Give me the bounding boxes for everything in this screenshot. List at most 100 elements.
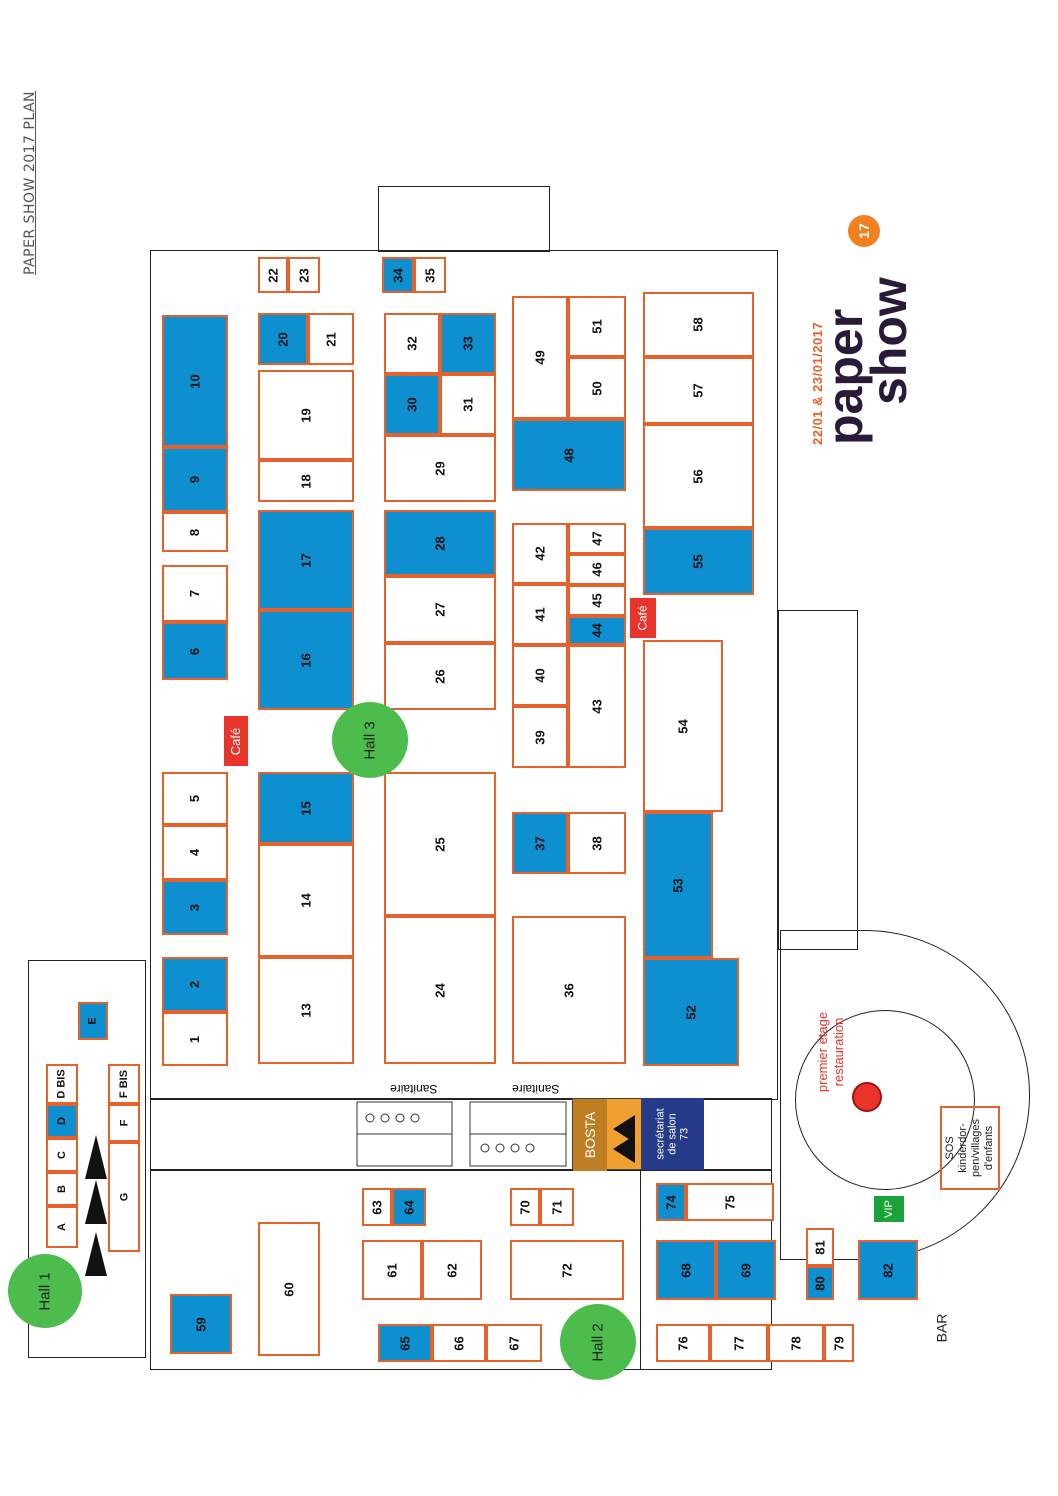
booth-77[interactable]: 77 bbox=[710, 1324, 768, 1362]
booth-64[interactable]: 64 bbox=[392, 1188, 426, 1226]
booth-1[interactable]: 1 bbox=[162, 1012, 228, 1066]
booth-37[interactable]: 37 bbox=[512, 812, 568, 874]
hall-1-marker: Hall 1 bbox=[8, 1254, 82, 1328]
booth-10[interactable]: 10 bbox=[162, 315, 228, 447]
booth-49[interactable]: 49 bbox=[512, 296, 568, 419]
booth-14[interactable]: 14 bbox=[258, 844, 354, 957]
booth-72[interactable]: 72 bbox=[510, 1240, 624, 1300]
arrow-up-icon bbox=[85, 1232, 107, 1276]
booth-5[interactable]: 5 bbox=[162, 772, 228, 825]
booth-7[interactable]: 7 bbox=[162, 565, 228, 622]
booth-57[interactable]: 57 bbox=[643, 357, 754, 424]
booth-26[interactable]: 26 bbox=[384, 643, 496, 710]
bosta-booth[interactable]: BOSTA bbox=[572, 1098, 642, 1171]
booth-67[interactable]: 67 bbox=[486, 1324, 542, 1362]
vip-marker: VIP bbox=[874, 1196, 904, 1222]
booth-16[interactable]: 16 bbox=[258, 610, 354, 710]
booth-47[interactable]: 47 bbox=[568, 523, 626, 554]
booth-69[interactable]: 69 bbox=[716, 1240, 776, 1300]
booth-78[interactable]: 78 bbox=[768, 1324, 824, 1362]
booth-45[interactable]: 45 bbox=[568, 585, 626, 616]
booth-27[interactable]: 27 bbox=[384, 576, 496, 643]
booth-30[interactable]: 30 bbox=[384, 374, 440, 435]
sanitaire-label-2: Sanitaire bbox=[512, 1082, 560, 1096]
booth-23[interactable]: 23 bbox=[288, 257, 320, 293]
restauration-label: premier étage restauration bbox=[815, 1011, 846, 1093]
booth-21[interactable]: 21 bbox=[308, 313, 354, 365]
booth-56[interactable]: 56 bbox=[643, 424, 754, 528]
bar-label: BAR bbox=[933, 1313, 950, 1343]
booth-68[interactable]: 68 bbox=[656, 1240, 716, 1300]
booth-46[interactable]: 46 bbox=[568, 554, 626, 585]
booth-18[interactable]: 18 bbox=[258, 460, 354, 502]
booth-G[interactable]: G bbox=[108, 1142, 140, 1252]
booth-28[interactable]: 28 bbox=[384, 510, 496, 576]
booth-F-bis[interactable]: F BIS bbox=[108, 1064, 140, 1104]
booth-34[interactable]: 34 bbox=[382, 257, 414, 293]
booth-74[interactable]: 74 bbox=[656, 1183, 686, 1221]
booth-50[interactable]: 50 bbox=[568, 357, 626, 419]
booth-71[interactable]: 71 bbox=[540, 1188, 574, 1226]
booth-4[interactable]: 4 bbox=[162, 825, 228, 880]
booth-D-bis[interactable]: D BIS bbox=[46, 1064, 78, 1104]
booth-25[interactable]: 25 bbox=[384, 772, 496, 916]
booth-E[interactable]: E bbox=[78, 1002, 108, 1040]
booth-38[interactable]: 38 bbox=[568, 812, 626, 874]
booth-13[interactable]: 13 bbox=[258, 957, 354, 1064]
booth-19[interactable]: 19 bbox=[258, 370, 354, 460]
booth-75[interactable]: 75 bbox=[686, 1183, 774, 1221]
booth-20[interactable]: 20 bbox=[258, 313, 308, 365]
booth-F[interactable]: F bbox=[108, 1104, 140, 1142]
booth-A[interactable]: A bbox=[46, 1206, 78, 1248]
booth-54[interactable]: 54 bbox=[643, 640, 723, 812]
booth-C[interactable]: C bbox=[46, 1138, 78, 1172]
booth-51[interactable]: 51 bbox=[568, 296, 626, 357]
booth-52[interactable]: 52 bbox=[643, 958, 739, 1066]
booth-15[interactable]: 15 bbox=[258, 772, 354, 844]
booth-66[interactable]: 66 bbox=[432, 1324, 486, 1362]
restaurant-stairs-icon bbox=[852, 1082, 882, 1112]
booth-55[interactable]: 55 bbox=[643, 528, 754, 595]
east-corridor bbox=[778, 610, 858, 950]
sanitary-rooms bbox=[356, 1101, 567, 1167]
booth-9[interactable]: 9 bbox=[162, 447, 228, 512]
booth-3[interactable]: 3 bbox=[162, 880, 228, 935]
booth-22[interactable]: 22 bbox=[258, 257, 288, 293]
booth-32[interactable]: 32 bbox=[384, 313, 440, 374]
booth-33[interactable]: 33 bbox=[440, 313, 496, 374]
secretariat-booth[interactable]: secrétariat de salon 73 bbox=[642, 1098, 704, 1170]
booth-43[interactable]: 43 bbox=[568, 645, 626, 768]
booth-80[interactable]: 80 bbox=[806, 1266, 834, 1300]
booth-44[interactable]: 44 bbox=[568, 616, 626, 645]
booth-53[interactable]: 53 bbox=[643, 812, 713, 958]
booth-60[interactable]: 60 bbox=[258, 1222, 320, 1356]
booth-B[interactable]: B bbox=[46, 1172, 78, 1206]
booth-81[interactable]: 81 bbox=[806, 1228, 834, 1266]
booth-2[interactable]: 2 bbox=[162, 957, 228, 1012]
booth-40[interactable]: 40 bbox=[512, 645, 568, 706]
booth-82[interactable]: 82 bbox=[858, 1240, 918, 1300]
booth-79[interactable]: 79 bbox=[824, 1324, 854, 1362]
booth-62[interactable]: 62 bbox=[422, 1240, 482, 1300]
booth-24[interactable]: 24 bbox=[384, 916, 496, 1064]
booth-42[interactable]: 42 bbox=[512, 523, 568, 584]
booth-70[interactable]: 70 bbox=[510, 1188, 540, 1226]
booth-6[interactable]: 6 bbox=[162, 622, 228, 680]
booth-36[interactable]: 36 bbox=[512, 916, 626, 1064]
booth-58[interactable]: 58 bbox=[643, 292, 754, 357]
booth-63[interactable]: 63 bbox=[362, 1188, 392, 1226]
booth-61[interactable]: 61 bbox=[362, 1240, 422, 1300]
booth-39[interactable]: 39 bbox=[512, 706, 568, 768]
booth-D[interactable]: D bbox=[46, 1104, 78, 1138]
booth-29[interactable]: 29 bbox=[384, 435, 496, 502]
paper-show-logo: 22/01 & 23/01/2017 paper show 17 bbox=[810, 215, 950, 445]
booth-65[interactable]: 65 bbox=[378, 1324, 432, 1362]
booth-35[interactable]: 35 bbox=[414, 257, 446, 293]
booth-59[interactable]: 59 bbox=[170, 1294, 232, 1354]
booth-41[interactable]: 41 bbox=[512, 584, 568, 645]
booth-31[interactable]: 31 bbox=[440, 374, 496, 435]
booth-48[interactable]: 48 bbox=[512, 419, 626, 491]
booth-8[interactable]: 8 bbox=[162, 512, 228, 552]
booth-76[interactable]: 76 bbox=[656, 1324, 710, 1362]
booth-17[interactable]: 17 bbox=[258, 510, 354, 610]
